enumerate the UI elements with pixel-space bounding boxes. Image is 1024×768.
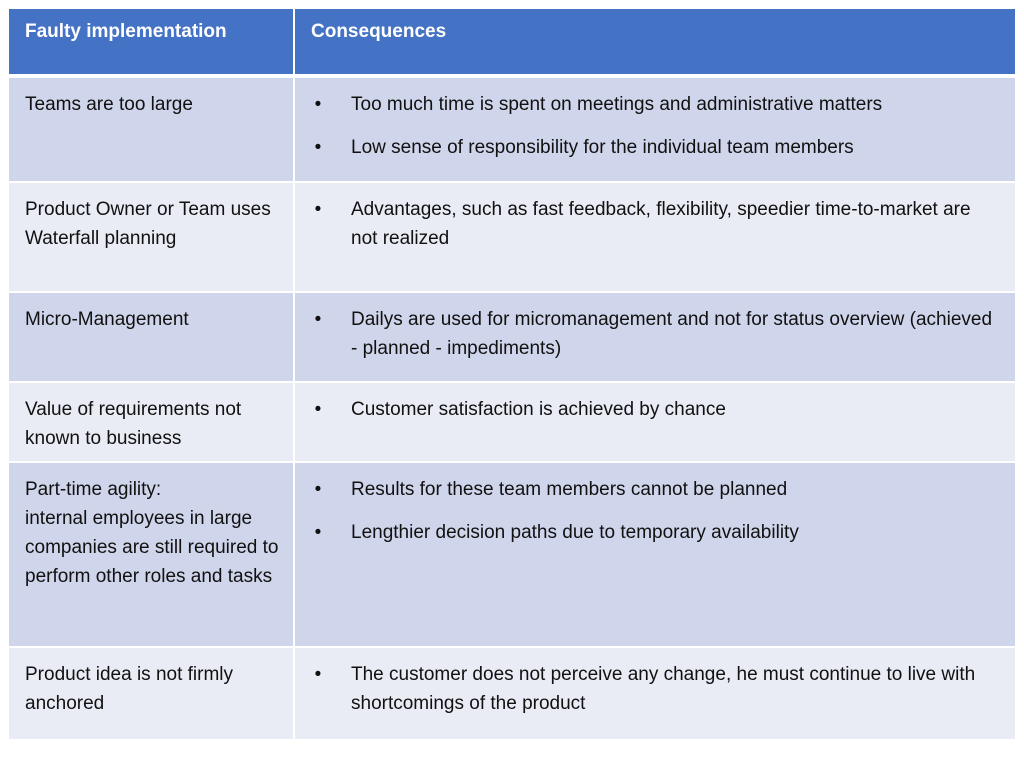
consequences-cell: • Advantages, such as fast feedback, flex…: [293, 183, 1015, 293]
consequence-item: • Low sense of responsibility for the ind…: [311, 133, 1001, 162]
consequence-item: • The customer does not perceive any chan…: [311, 660, 1001, 718]
consequence-list: • Advantages, such as fast feedback, flex…: [311, 195, 1001, 253]
consequences-cell: • Too much time is spent on meetings and …: [293, 78, 1015, 183]
table-row: Product Owner or Team uses Waterfall pla…: [9, 183, 1015, 293]
consequences-cell: • The customer does not perceive any chan…: [293, 648, 1015, 741]
implementation-text: Part-time agility: internal employees in…: [25, 479, 279, 587]
consequence-item: • Lengthier decision paths due to tempora…: [311, 518, 1001, 547]
implementation-cell: Value of requirements not known to busin…: [9, 383, 293, 463]
bullet-icon: •: [314, 399, 322, 420]
header-faulty-implementation: Faulty implementation: [9, 9, 293, 78]
table-header-row: Faulty implementation Consequences: [9, 9, 1015, 78]
implementation-cell: Product Owner or Team uses Waterfall pla…: [9, 183, 293, 293]
bullet-icon: •: [314, 137, 322, 158]
table-row: Teams are too large • Too much time is sp…: [9, 78, 1015, 183]
consequence-list: • The customer does not perceive any chan…: [311, 660, 1001, 718]
consequence-item: • Results for these team members cannot b…: [311, 475, 1001, 504]
implementation-cell: Part-time agility: internal employees in…: [9, 463, 293, 648]
consequence-item: • Advantages, such as fast feedback, flex…: [311, 195, 1001, 253]
consequences-cell: • Customer satisfaction is achieved by ch…: [293, 383, 1015, 463]
table-row: Micro-Management • Dailys are used for mi…: [9, 293, 1015, 383]
consequence-text: Dailys are used for micromanagement and …: [351, 309, 993, 359]
consequences-cell: • Results for these team members cannot b…: [293, 463, 1015, 648]
consequence-list: • Customer satisfaction is achieved by ch…: [311, 395, 1001, 424]
consequence-list: • Too much time is spent on meetings and …: [311, 90, 1001, 162]
implementation-text: Micro-Management: [25, 309, 189, 330]
bullet-icon: •: [314, 664, 322, 685]
table-row: Value of requirements not known to busin…: [9, 383, 1015, 463]
consequence-item: • Too much time is spent on meetings and …: [311, 90, 1001, 119]
faulty-implementation-table: Faulty implementation Consequences Teams…: [9, 9, 1015, 741]
implementation-text: Value of requirements not known to busin…: [25, 399, 242, 449]
implementation-text: Product idea is not firmly anchored: [25, 664, 234, 714]
consequence-text: Advantages, such as fast feedback, flexi…: [351, 199, 971, 249]
table-row: Part-time agility: internal employees in…: [9, 463, 1015, 648]
bullet-icon: •: [314, 199, 322, 220]
consequences-cell: • Dailys are used for micromanagement and…: [293, 293, 1015, 383]
bullet-icon: •: [314, 309, 322, 330]
bullet-icon: •: [314, 94, 322, 115]
consequence-item: • Dailys are used for micromanagement and…: [311, 305, 1001, 363]
table-row: Product idea is not firmly anchored • The…: [9, 648, 1015, 741]
implementation-cell: Teams are too large: [9, 78, 293, 183]
implementation-text: Teams are too large: [25, 94, 193, 115]
bullet-icon: •: [314, 479, 322, 500]
consequence-text: Too much time is spent on meetings and a…: [351, 94, 883, 115]
consequence-text: Results for these team members cannot be…: [351, 479, 788, 500]
header-consequences: Consequences: [293, 9, 1015, 78]
consequence-item: • Customer satisfaction is achieved by ch…: [311, 395, 1001, 424]
consequence-text: Lengthier decision paths due to temporar…: [351, 522, 799, 543]
implementation-text: Product Owner or Team uses Waterfall pla…: [25, 199, 271, 249]
implementation-cell: Product idea is not firmly anchored: [9, 648, 293, 741]
consequence-text: Low sense of responsibility for the indi…: [351, 137, 854, 158]
consequence-text: Customer satisfaction is achieved by cha…: [351, 399, 726, 420]
bullet-icon: •: [314, 522, 322, 543]
consequence-text: The customer does not perceive any chang…: [351, 664, 976, 714]
consequence-list: • Results for these team members cannot b…: [311, 475, 1001, 547]
implementation-cell: Micro-Management: [9, 293, 293, 383]
consequence-list: • Dailys are used for micromanagement and…: [311, 305, 1001, 363]
